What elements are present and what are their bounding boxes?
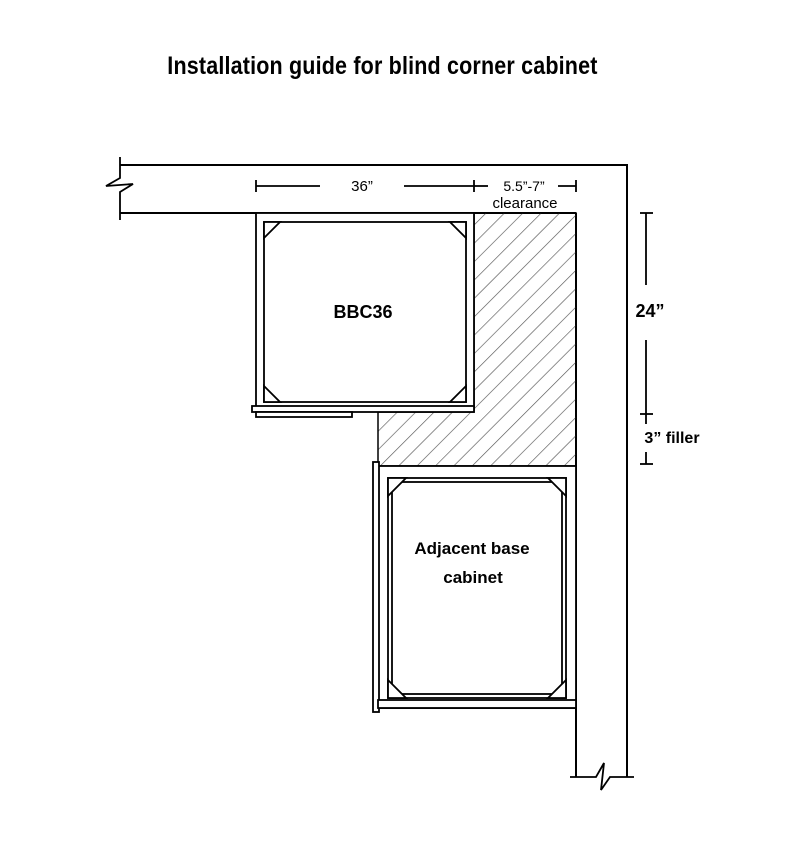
- wall-break-symbol-left: [105, 157, 134, 220]
- label-bbc36: BBC36: [333, 302, 392, 322]
- label-depth-24: 24”: [635, 301, 664, 321]
- dimension-clearance: [474, 180, 577, 192]
- page-title: Installation guide for blind corner cabi…: [167, 52, 598, 80]
- label-filler: 3” filler: [644, 430, 699, 447]
- label-adjacent-line1: Adjacent base: [414, 539, 529, 558]
- label-clearance-range: 5.5”-7”: [503, 178, 545, 194]
- label-width-36: 36”: [351, 178, 373, 195]
- label-adjacent-line2: cabinet: [443, 568, 503, 587]
- dimension-width-36: [255, 180, 475, 192]
- wall-break-symbol-bottom: [570, 762, 634, 791]
- bbc36-cabinet: [251, 212, 475, 418]
- dimension-filler: [640, 414, 653, 465]
- adjacent-base-cabinet: [372, 461, 577, 713]
- label-clearance: clearance: [492, 195, 557, 212]
